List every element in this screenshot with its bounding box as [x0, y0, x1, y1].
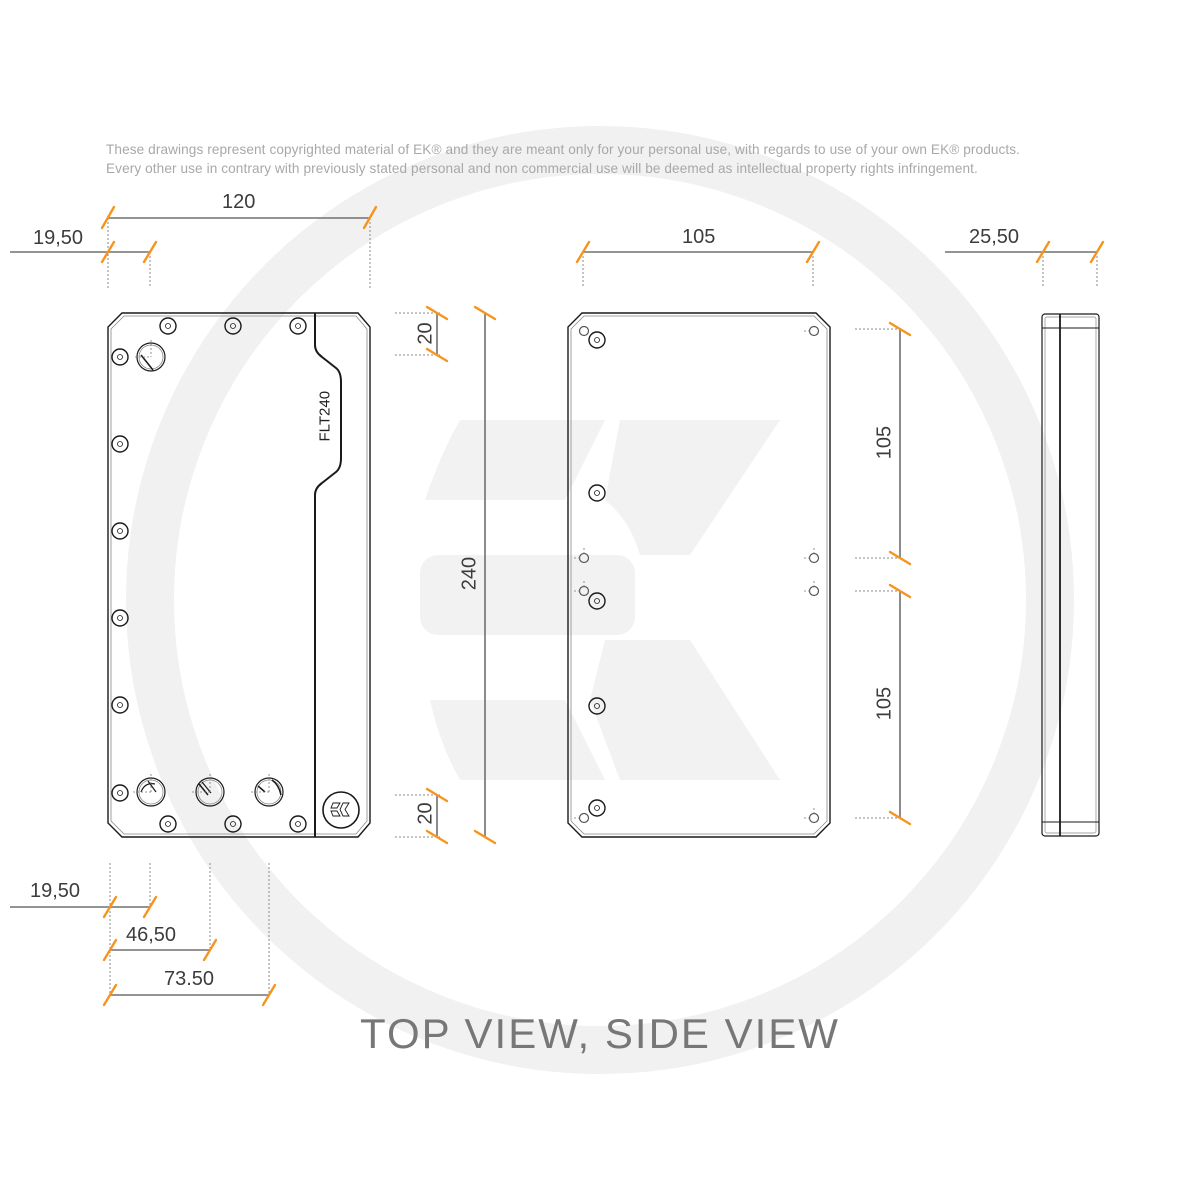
dim-bottom-port-2: 46,50 [126, 924, 177, 946]
dim-top-margin: 20 [414, 322, 437, 345]
dimension-lines [10, 217, 1097, 996]
side-view-profile [1041, 313, 1100, 837]
dim-back-width: 105 [682, 226, 716, 248]
dim-top-port-offset: 19,50 [33, 227, 84, 249]
dim-side-thickness: 25,50 [969, 226, 1020, 248]
copyright-notice-line-1: These drawings represent copyrighted mat… [106, 142, 1021, 157]
dim-bottom-port-3: 73.50 [164, 968, 215, 990]
dimension-ticks [100, 205, 1105, 1007]
ek-watermark [126, 126, 1074, 1074]
ek-logo-icon [322, 791, 360, 829]
top-view-ports [133, 340, 284, 807]
dim-top-width: 120 [222, 191, 256, 213]
dim-back-hole-spacing-upper: 105 [873, 425, 896, 460]
back-view-plate [567, 312, 831, 838]
copyright-notice-line-2: Every other use in contrary with previou… [106, 161, 978, 176]
dim-bottom-port-1: 19,50 [30, 880, 81, 902]
back-view-holes [574, 325, 820, 824]
part-label-flt240: FLT240 [316, 390, 334, 442]
dim-top-height: 240 [458, 556, 481, 591]
dim-back-hole-spacing-lower: 105 [873, 686, 896, 721]
top-view-plate [107, 312, 371, 838]
top-view-screws [111, 317, 307, 833]
dim-bottom-margin: 20 [414, 802, 437, 825]
view-caption: TOP VIEW, SIDE VIEW [360, 1010, 840, 1057]
extension-lines [107, 218, 1098, 995]
